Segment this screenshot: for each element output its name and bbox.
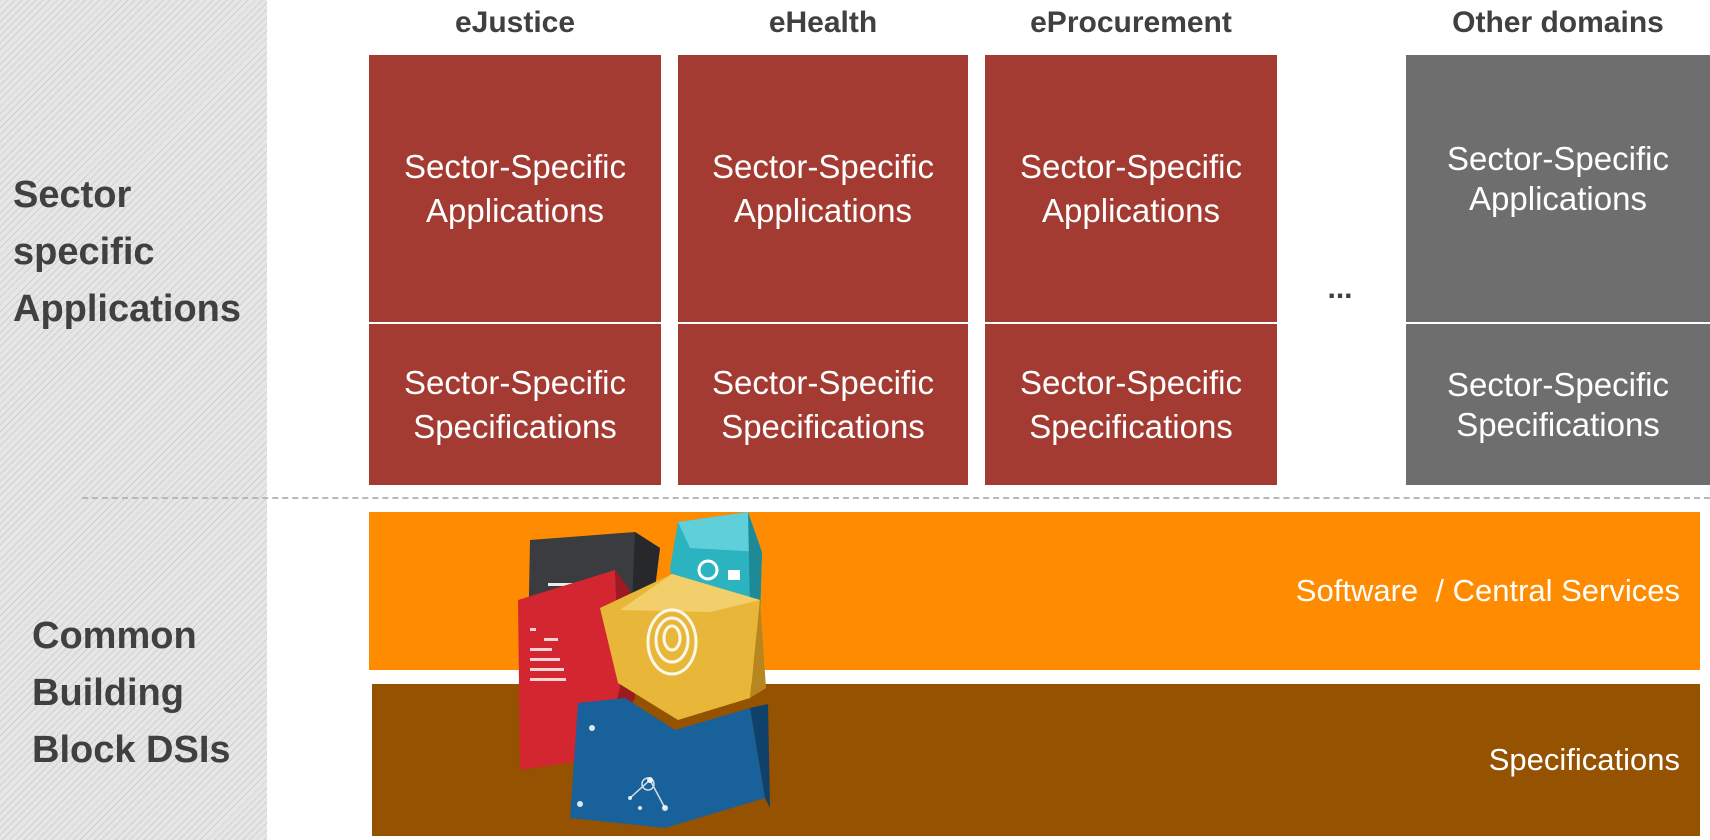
column-heading-ehealth: eHealth <box>768 6 878 39</box>
column-heading-eprocurement: eProcurement <box>1030 6 1232 39</box>
column-heading-other-domains: Other domains <box>1452 6 1664 39</box>
sector-specific-label: Sector specific Applications <box>13 167 241 338</box>
security-cube-icon <box>518 512 770 828</box>
left-sidebar-pattern <box>0 0 267 840</box>
common-building-block-label: Common Building Block DSIs <box>32 608 231 779</box>
specifications-label: Specifications <box>1488 742 1680 777</box>
sector-label-line-1: Sector <box>13 174 132 216</box>
section-divider <box>82 497 1710 499</box>
column-heading-ejustice: eJustice <box>454 6 576 39</box>
sector-label-line-2: specific <box>13 231 155 273</box>
common-label-line-1: Common <box>32 615 197 657</box>
common-label-line-3: Block DSIs <box>32 729 231 771</box>
more-domains-ellipsis: ... <box>1327 272 1353 305</box>
sector-label-line-3: Applications <box>13 288 242 330</box>
software-central-services-label: Software / Central Services <box>1295 573 1680 608</box>
common-label-line-2: Building <box>32 672 184 714</box>
